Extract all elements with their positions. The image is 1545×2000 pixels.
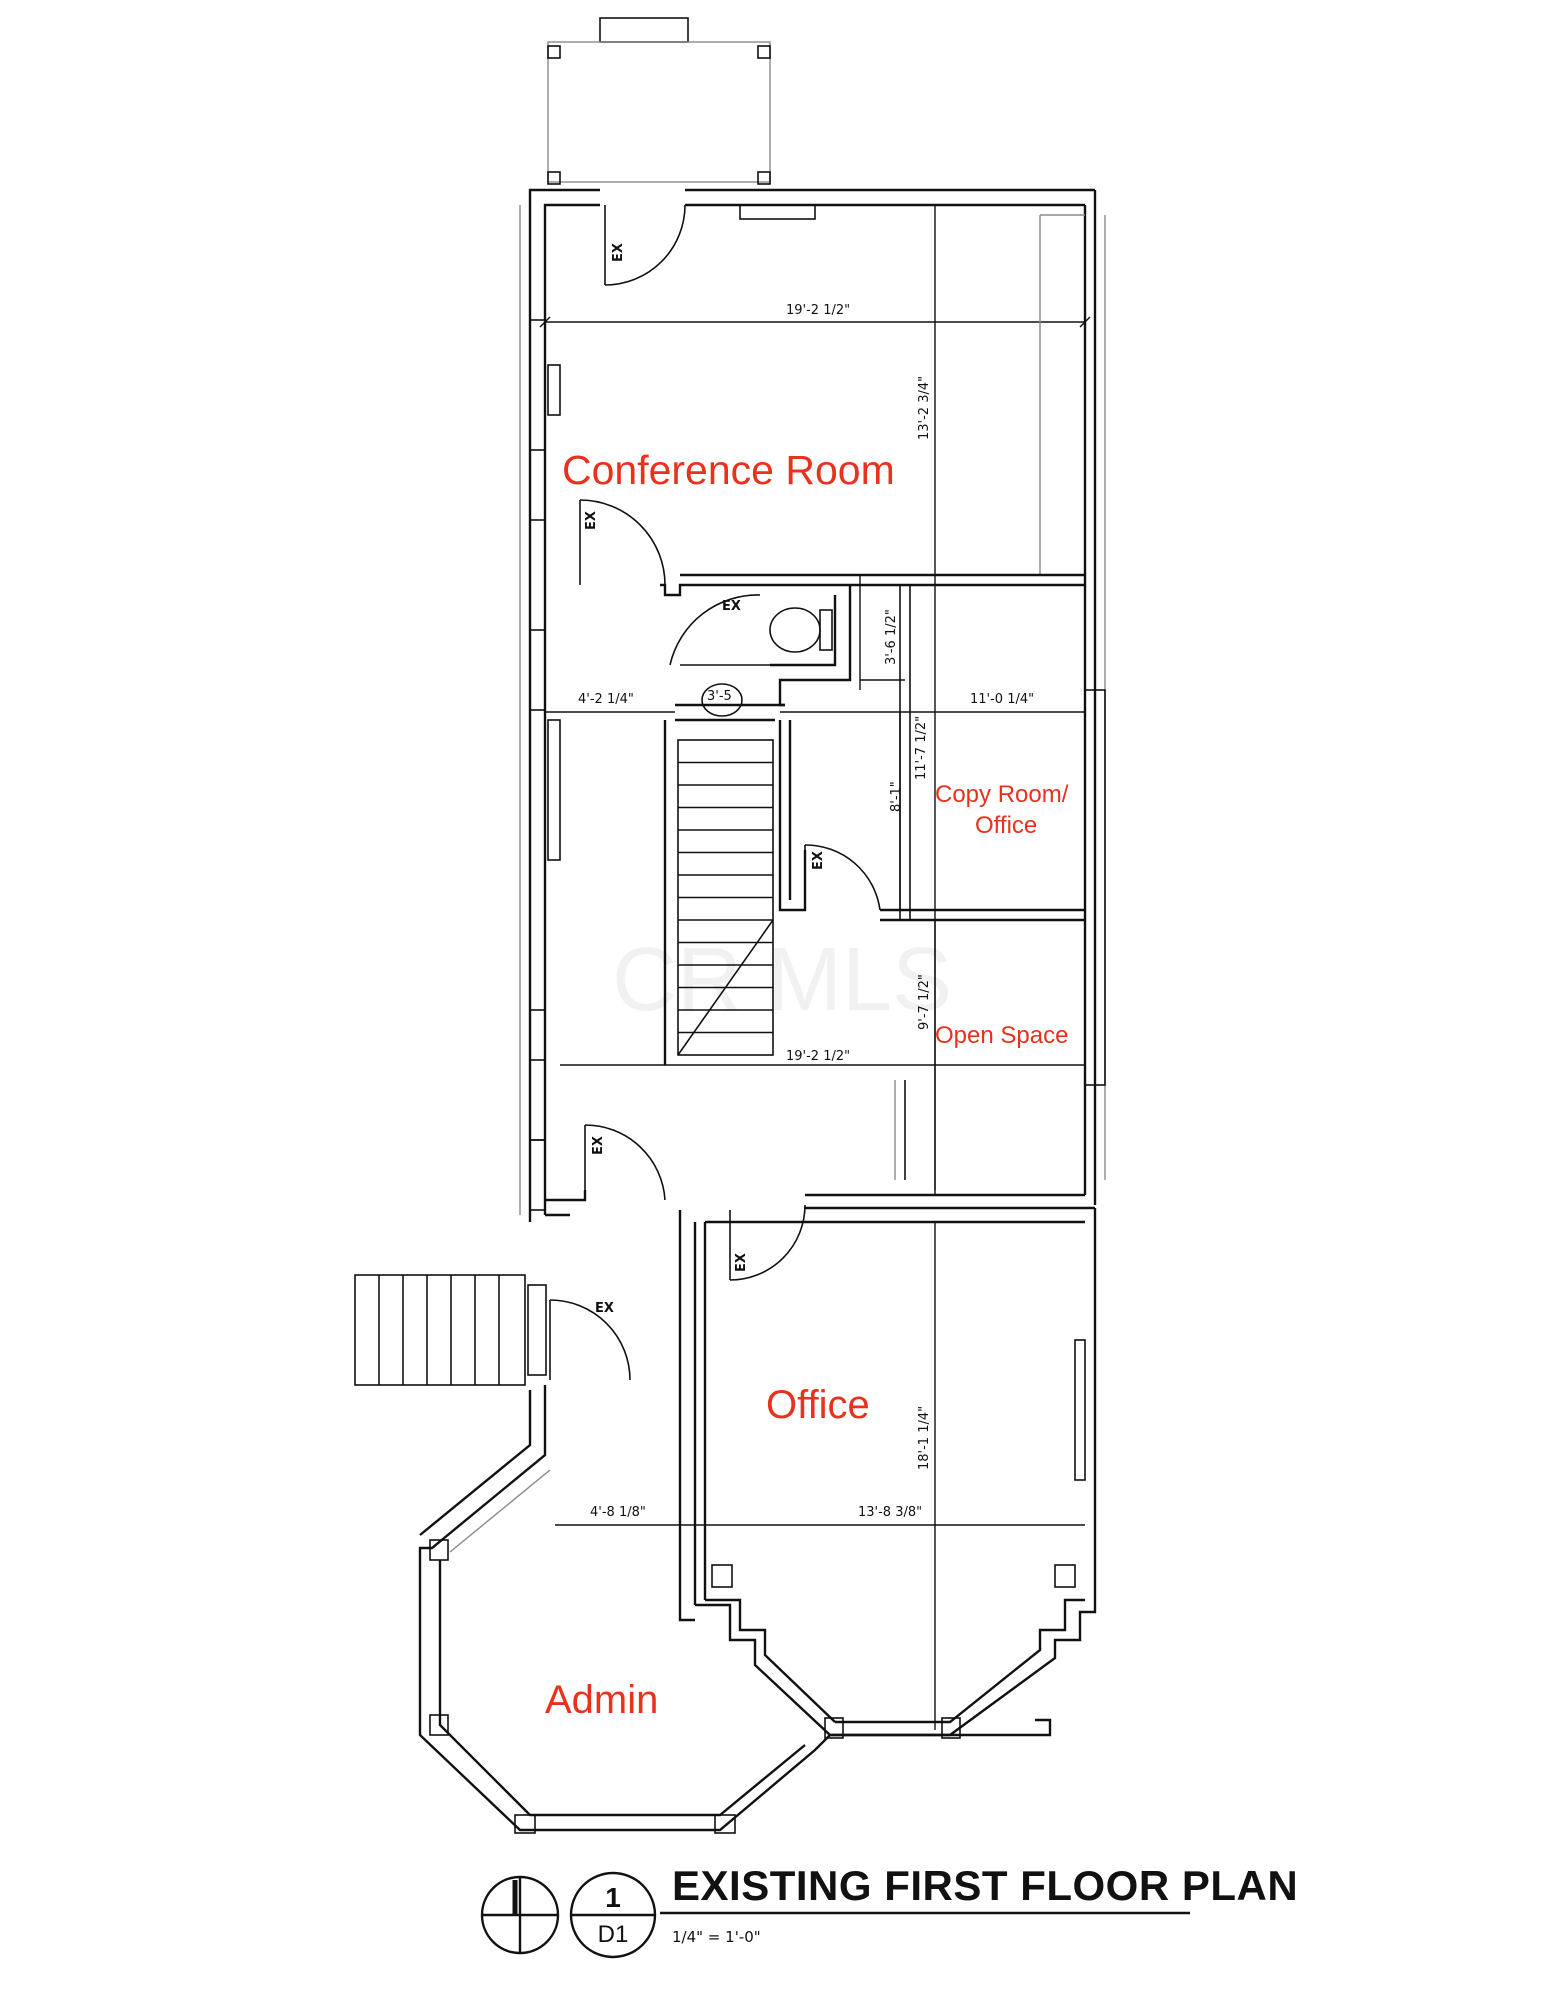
sink-tag: 3'-5 bbox=[707, 689, 732, 704]
conference-hall-door: EX bbox=[579, 499, 666, 586]
conference-room: 19'-2 1/2" 13'-2 3/4" Conference Room bbox=[539, 205, 1091, 1190]
entry-door-top: EX bbox=[604, 204, 686, 286]
door-tag: EX bbox=[722, 599, 741, 614]
door-tag: EX bbox=[611, 243, 626, 262]
room-label-conference: Conference Room bbox=[562, 447, 895, 493]
door-tag: EX bbox=[811, 851, 826, 870]
dim-copy-depth: 11'-7 1/2" bbox=[914, 716, 929, 780]
door-tag: EX bbox=[584, 511, 599, 530]
dim-admin-width: 4'-8 1/8" bbox=[590, 1505, 646, 1520]
detail-number: 1 bbox=[605, 1882, 621, 1913]
copy-room: 11'-7 1/2" 8'-1" Copy Room/ Office EX bbox=[804, 712, 1069, 911]
dim-top-width: 19'-2 1/2" bbox=[786, 303, 850, 318]
bathroom: EX 3'-5 3'-6 1/2" bbox=[669, 575, 905, 717]
dim-hall-width: 4'-2 1/4" bbox=[578, 692, 634, 707]
dim-office-depth: 18'-1 1/4" bbox=[917, 1406, 932, 1470]
dim-mid-width: 19'-2 1/2" bbox=[786, 1049, 850, 1064]
door-tag: EX bbox=[591, 1136, 606, 1155]
room-label-office: Office bbox=[766, 1383, 870, 1427]
plan-scale: 1/4" = 1'-0" bbox=[672, 1928, 761, 1946]
admin: Admin bbox=[418, 1385, 831, 1834]
open-space: 9'-7 1/2" Open Space bbox=[917, 920, 1068, 1195]
room-label-open-space: Open Space bbox=[935, 1022, 1068, 1049]
plan-title: EXISTING FIRST FLOOR PLAN bbox=[672, 1862, 1298, 1909]
side-steps: EX bbox=[354, 1274, 631, 1386]
door-tag: EX bbox=[595, 1301, 614, 1316]
dim-office-width: 13'-8 3/8" bbox=[858, 1505, 922, 1520]
dim-stair-depth: 8'-1" bbox=[889, 781, 904, 812]
office: 18'-1 1/4" 4'-8 1/8" 13'-8 3/8" Office bbox=[555, 1208, 1097, 1739]
room-label-copy-line1: Copy Room/ bbox=[935, 781, 1069, 808]
front-porch bbox=[547, 17, 771, 185]
sheet-number: D1 bbox=[598, 1921, 629, 1948]
interior-walls bbox=[545, 573, 1095, 1217]
stairs bbox=[677, 739, 774, 1056]
hall-dimensions: 4'-2 1/4" 11'-0 1/4" 19'-2 1/2" bbox=[545, 692, 1085, 1066]
exterior-walls bbox=[519, 188, 1106, 1222]
door-tag: EX bbox=[734, 1253, 749, 1272]
dim-bath-depth: 3'-6 1/2" bbox=[884, 609, 899, 665]
dim-copy-width: 11'-0 1/4" bbox=[970, 692, 1034, 707]
title-block: 1 D1 EXISTING FIRST FLOOR PLAN 1/4" = 1'… bbox=[480, 1862, 1298, 1959]
hall-doors: EX EX bbox=[584, 1124, 806, 1281]
dim-conference-depth: 13'-2 3/4" bbox=[917, 376, 932, 440]
room-label-copy-line2: Office bbox=[975, 812, 1037, 839]
watermark: CR MLS bbox=[612, 930, 952, 1030]
dim-open-depth: 9'-7 1/2" bbox=[917, 974, 932, 1030]
room-label-admin: Admin bbox=[545, 1678, 658, 1722]
